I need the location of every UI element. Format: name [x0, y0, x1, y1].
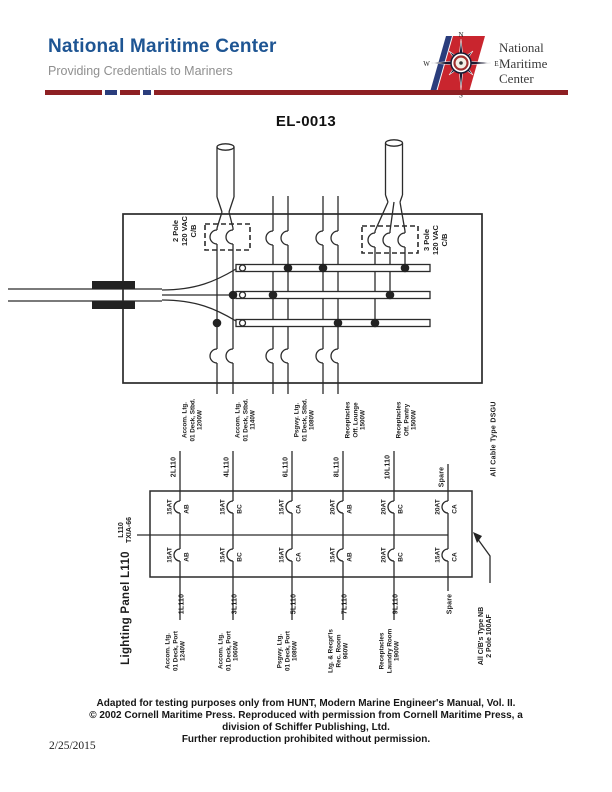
- circuit-desc: Accom. Ltg.01 Deck, Stbd.1200W: [181, 398, 204, 442]
- breaker-phase: BC: [397, 504, 405, 514]
- page-title: National Maritime Center: [48, 36, 277, 57]
- breaker-phase: BC: [397, 552, 405, 562]
- breaker-phase: BC: [236, 504, 244, 514]
- header-divider: [45, 90, 568, 95]
- circuit-desc: Accom. Ltg.01 Deck, Stbd.1140W: [234, 398, 257, 442]
- breaker-rating: 15AT: [278, 499, 286, 515]
- copyright-notice: Adapted for testing purposes only from H…: [89, 698, 523, 745]
- breaker-phase: CA: [451, 504, 459, 514]
- circuit-id: Spare: [446, 593, 454, 615]
- circuit-id: 8L110: [333, 456, 341, 478]
- breaker-rating: 20AT: [380, 499, 388, 515]
- compass-s-letter: S: [459, 92, 463, 99]
- breaker-rating: 15AT: [329, 547, 337, 563]
- logo-wordmark: National Maritime Center: [499, 40, 548, 86]
- breaker-phase: CA: [295, 504, 303, 514]
- circuit-id: 9L110: [392, 593, 400, 615]
- circuit-id: Spare: [438, 466, 446, 488]
- breaker-rating: 15AT: [166, 499, 174, 515]
- circuit-id: 2L110: [170, 456, 178, 478]
- circuit-id: 6L110: [282, 456, 290, 478]
- breaker-rating: 15AT: [219, 547, 227, 563]
- compass-n-letter: N: [458, 31, 463, 39]
- breaker-rating: 15AT: [166, 547, 174, 563]
- breaker-phase: AB: [183, 504, 191, 514]
- panel-name: Lighting Panel L110: [120, 551, 132, 665]
- cable-type-note: All Cable Type DSGU: [490, 401, 498, 477]
- circuit-desc: Psgwy. Ltg.01 Deck, Stbd.1080W: [293, 398, 316, 442]
- breaker-phase: AB: [346, 504, 354, 514]
- two-pole-cb-label: 2 Pole 120 VAC C/B: [171, 216, 199, 246]
- breaker-phase: AB: [346, 552, 354, 562]
- circuit-id: 7L110: [341, 593, 349, 615]
- breaker-rating: 20AT: [434, 499, 442, 515]
- figure-number: EL-0013: [275, 113, 337, 130]
- circuit-id: 1L110: [178, 593, 186, 615]
- breaker-rating: 20AT: [329, 499, 337, 515]
- breaker-rating: 15AT: [278, 547, 286, 563]
- circuit-id: 3L110: [231, 593, 239, 615]
- compass-w-letter: W: [423, 60, 430, 68]
- breaker-phase: BC: [236, 552, 244, 562]
- page-subtitle: Providing Credentials to Mariners: [48, 64, 233, 78]
- circuit-id: 10L110: [384, 454, 392, 480]
- compass-e-letter: E: [494, 60, 498, 68]
- document-date: 2/25/2015: [49, 740, 96, 752]
- breaker-rating: 20AT: [380, 547, 388, 563]
- breaker-phase: CA: [451, 552, 459, 562]
- circuit-id: 5L110: [290, 593, 298, 615]
- breaker-phase: CA: [295, 552, 303, 562]
- circuit-id: 4L110: [223, 456, 231, 478]
- nmc-compass-logo-icon: N S W E: [423, 31, 498, 99]
- breaker-rating: 15AT: [434, 547, 442, 563]
- three-pole-cb-label: 3 Pole 120 VAC C/B: [422, 225, 450, 255]
- breaker-rating: 15AT: [219, 499, 227, 515]
- breaker-phase: AB: [183, 552, 191, 562]
